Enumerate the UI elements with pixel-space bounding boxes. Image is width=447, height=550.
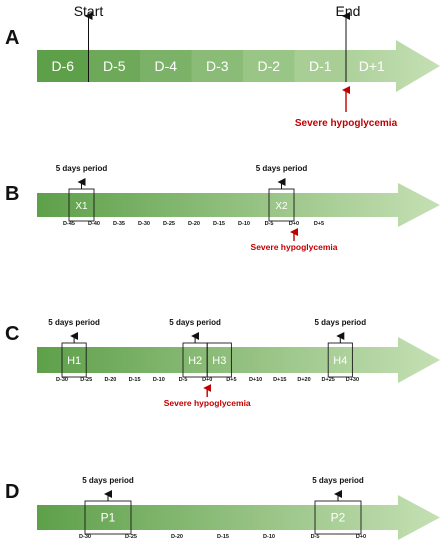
tick-label: D-45 bbox=[63, 221, 75, 227]
tick-label: D-5 bbox=[179, 377, 188, 383]
tick-label: D-10 bbox=[263, 534, 275, 540]
period-label: X1 bbox=[75, 201, 88, 212]
tick-label: D+25 bbox=[322, 377, 335, 383]
tick-label: D-25 bbox=[80, 377, 92, 383]
tick-label: D+0 bbox=[289, 221, 299, 227]
tick-label: D-5 bbox=[311, 534, 320, 540]
event-label-b: Severe hypoglycemia bbox=[251, 242, 338, 252]
period-label: X2 bbox=[275, 201, 288, 212]
tick-label: D+15 bbox=[273, 377, 286, 383]
tick-label: D+20 bbox=[297, 377, 310, 383]
panel-label-d: D bbox=[5, 481, 19, 503]
panel-label-c: C bbox=[5, 323, 19, 345]
timeline-arrow-c bbox=[37, 337, 440, 383]
panel-c: C D-30 D-25 D-20 D-15 D-10 D-5 D+0 D+5 D+10 D+15 D+… bbox=[5, 318, 440, 408]
period-caption: 5 days period bbox=[312, 476, 364, 485]
tick-label: D-15 bbox=[129, 377, 141, 383]
timeline-segment bbox=[294, 50, 346, 82]
tick-label: D+5 bbox=[314, 221, 324, 227]
segment-label: D-1 bbox=[309, 58, 332, 74]
segment-label: D+1 bbox=[359, 58, 385, 74]
tick-label: D-20 bbox=[171, 534, 183, 540]
tick-label: D-30 bbox=[56, 377, 68, 383]
start-marker-label: Start bbox=[74, 3, 104, 19]
tick-label: D-5 bbox=[265, 221, 274, 227]
tick-label: D-35 bbox=[113, 221, 125, 227]
tick-label: D-40 bbox=[88, 221, 100, 227]
timeline-segment bbox=[37, 50, 89, 82]
tick-label: D-20 bbox=[188, 221, 200, 227]
panel-d: D D-30 D-25 D-20 D-15 D-10 D-5 D+0 P1 5 days peri… bbox=[5, 476, 440, 540]
segment-label: D-5 bbox=[103, 58, 126, 74]
event-label-c: Severe hypoglycemia bbox=[164, 398, 251, 408]
period-caption: 5 days period bbox=[56, 164, 108, 173]
tick-label: D+0 bbox=[202, 377, 212, 383]
tick-label: D-15 bbox=[213, 221, 225, 227]
period-caption: 5 days period bbox=[82, 476, 134, 485]
period-box bbox=[206, 342, 232, 378]
timeline-segment bbox=[191, 50, 243, 82]
period-label: H4 bbox=[333, 355, 347, 367]
segment-label: D-4 bbox=[154, 58, 177, 74]
tick-label: D-10 bbox=[238, 221, 250, 227]
period-label: H3 bbox=[212, 355, 226, 367]
tick-label: D-30 bbox=[79, 534, 91, 540]
period-caption: 5 days period bbox=[169, 318, 221, 327]
tick-label: D-25 bbox=[163, 221, 175, 227]
period-caption: 5 days period bbox=[256, 164, 308, 173]
tick-label: D+30 bbox=[346, 377, 359, 383]
period-label: P1 bbox=[101, 511, 116, 525]
timeline-segment bbox=[243, 50, 295, 82]
event-label-a: Severe hypoglycemia bbox=[295, 118, 398, 129]
tick-label: D+5 bbox=[226, 377, 236, 383]
tick-label: D+10 bbox=[249, 377, 262, 383]
end-marker-label: End bbox=[336, 3, 361, 19]
timeline-segment bbox=[140, 50, 192, 82]
period-label: P2 bbox=[331, 511, 346, 525]
tick-label: D-10 bbox=[153, 377, 165, 383]
panel-b: B D-45 D-40 D-35 D-30 D-25 D-20 D-15 D-10 D-5 D+0 D… bbox=[5, 164, 440, 252]
period-label: H1 bbox=[67, 355, 81, 367]
timeline-segment bbox=[88, 50, 140, 82]
segment-label: D-3 bbox=[206, 58, 229, 74]
panel-label-a: A bbox=[5, 27, 19, 49]
timeline-arrow-b bbox=[37, 183, 440, 227]
tick-label: D+0 bbox=[356, 534, 366, 540]
panel-label-b: B bbox=[5, 183, 19, 205]
tick-label: D-30 bbox=[138, 221, 150, 227]
tick-label: D-25 bbox=[125, 534, 137, 540]
period-caption: 5 days period bbox=[315, 318, 367, 327]
segment-label: D-2 bbox=[257, 58, 280, 74]
period-caption: 5 days period bbox=[48, 318, 100, 327]
tick-label: D-20 bbox=[104, 377, 116, 383]
tick-label: D-15 bbox=[217, 534, 229, 540]
segment-label: D-6 bbox=[51, 58, 74, 74]
timeline-arrow-d bbox=[37, 495, 440, 540]
period-label: H2 bbox=[188, 355, 202, 367]
